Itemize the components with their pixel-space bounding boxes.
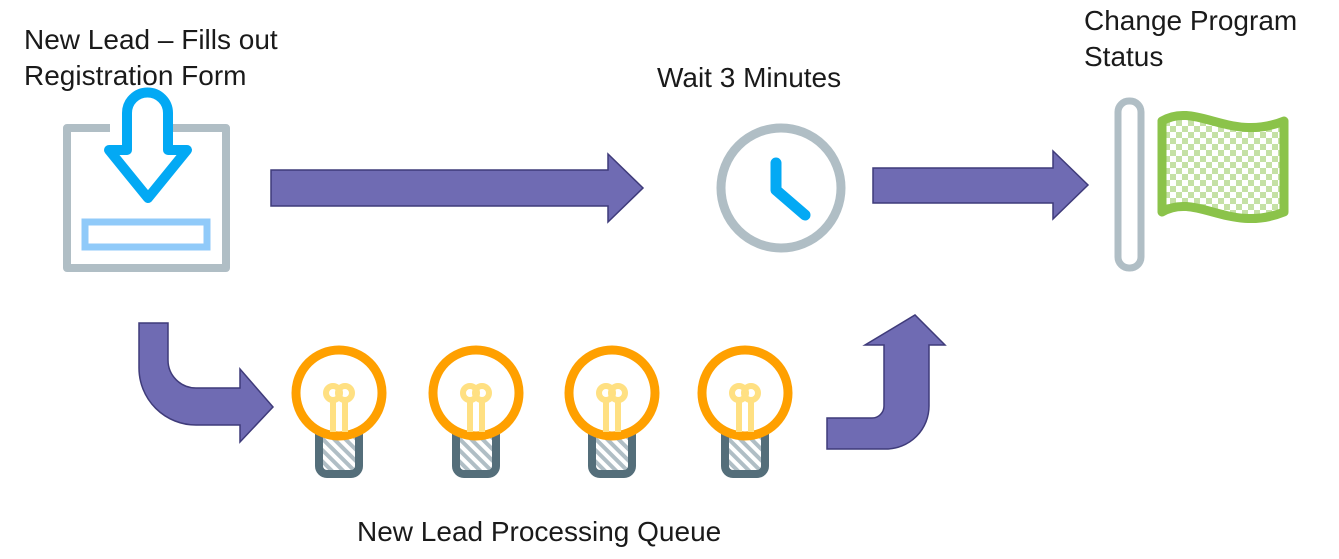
flag-icon xyxy=(1114,97,1289,272)
step-change-status-line1: Change Program xyxy=(1084,5,1298,36)
step-new-lead-label: New Lead – Fills out Registration Form xyxy=(24,22,278,94)
lightbulb-icon xyxy=(564,345,660,478)
lightbulb-icon xyxy=(428,345,524,478)
arrow-form-to-wait xyxy=(270,152,645,224)
lightbulb-icon xyxy=(697,345,793,478)
download-form-icon xyxy=(63,87,230,272)
queue-label: New Lead Processing Queue xyxy=(357,516,722,547)
step-new-lead-line1: New Lead – Fills out xyxy=(24,24,278,55)
step-wait-label: Wait 3 Minutes xyxy=(657,62,842,93)
clock-icon xyxy=(716,123,846,253)
arrow-wait-to-status xyxy=(872,149,1090,221)
arrow-queue-to-wait xyxy=(826,314,947,450)
step-change-status-line2: Status xyxy=(1084,41,1164,72)
arrow-form-to-queue xyxy=(138,322,275,444)
step-new-lead-line2: Registration Form xyxy=(24,60,247,91)
lightbulb-icon xyxy=(291,345,387,478)
step-change-status-label: Change Program Status xyxy=(1084,3,1297,75)
